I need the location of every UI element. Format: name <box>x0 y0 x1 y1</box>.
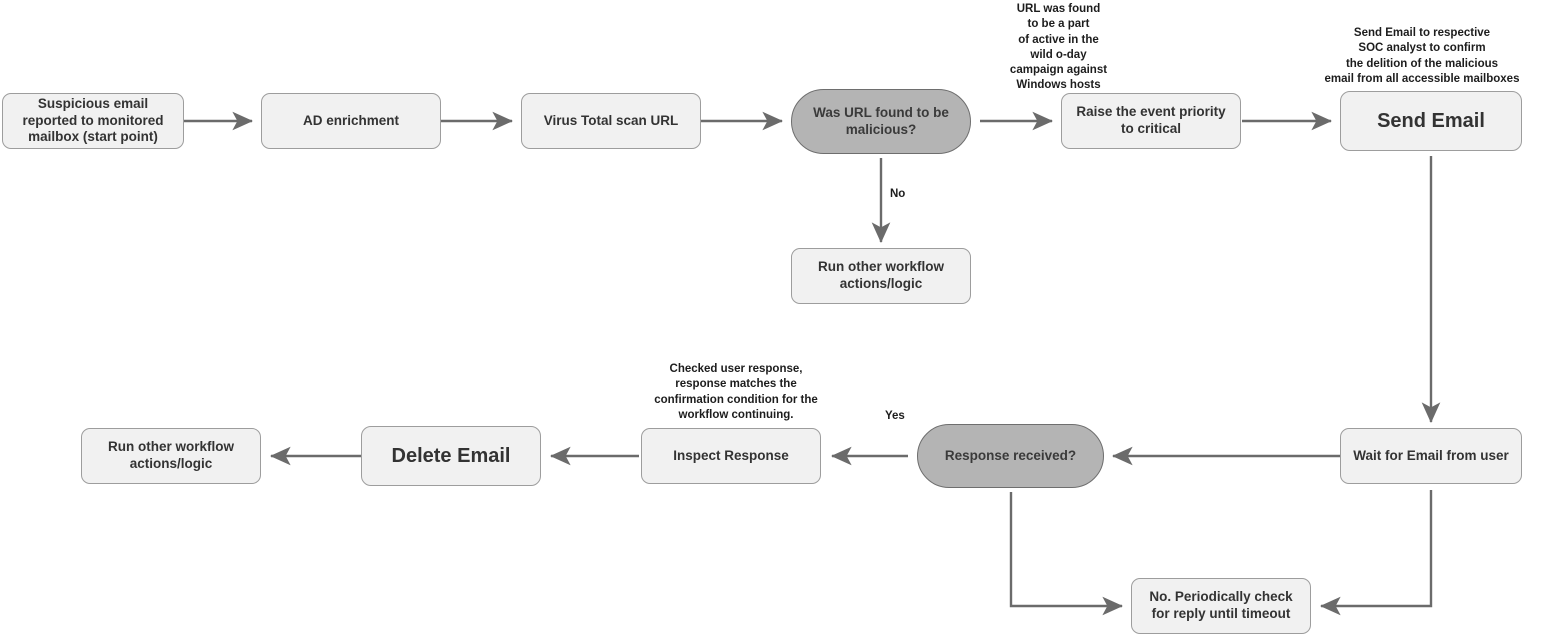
annotation-user-response: Checked user response, response matches … <box>654 363 818 421</box>
annotation-send-email: Send Email to respective SOC analyst to … <box>1324 27 1520 85</box>
node-periodic-check[interactable]: No. Periodically check for reply until t… <box>1131 578 1311 634</box>
node-response-received[interactable]: Response received? <box>917 424 1104 488</box>
node-ad-enrichment[interactable]: AD enrichment <box>261 93 441 149</box>
node-virus-total-scan[interactable]: Virus Total scan URL <box>521 93 701 149</box>
node-was-url-malicious[interactable]: Was URL found to be malicious? <box>791 89 971 154</box>
edge-label-yes: Yes <box>883 410 907 422</box>
node-send-email[interactable]: Send Email <box>1340 91 1522 151</box>
node-inspect-response[interactable]: Inspect Response <box>641 428 821 484</box>
node-delete-email[interactable]: Delete Email <box>361 426 541 486</box>
edge-label-no: No <box>888 188 908 200</box>
node-run-other-workflow-top[interactable]: Run other workflow actions/logic <box>791 248 971 304</box>
edge-wait-to-periodic <box>1320 490 1433 616</box>
node-start[interactable]: Suspicious email reported to monitored m… <box>2 93 184 149</box>
node-wait-for-email[interactable]: Wait for Email from user <box>1340 428 1522 484</box>
node-run-other-workflow-bottom[interactable]: Run other workflow actions/logic <box>81 428 261 484</box>
edge-response-to-periodic <box>1009 492 1123 616</box>
node-raise-priority[interactable]: Raise the event priority to critical <box>1061 93 1241 149</box>
annotation-url-finding: URL was found to be a part of active in … <box>1009 3 1108 92</box>
